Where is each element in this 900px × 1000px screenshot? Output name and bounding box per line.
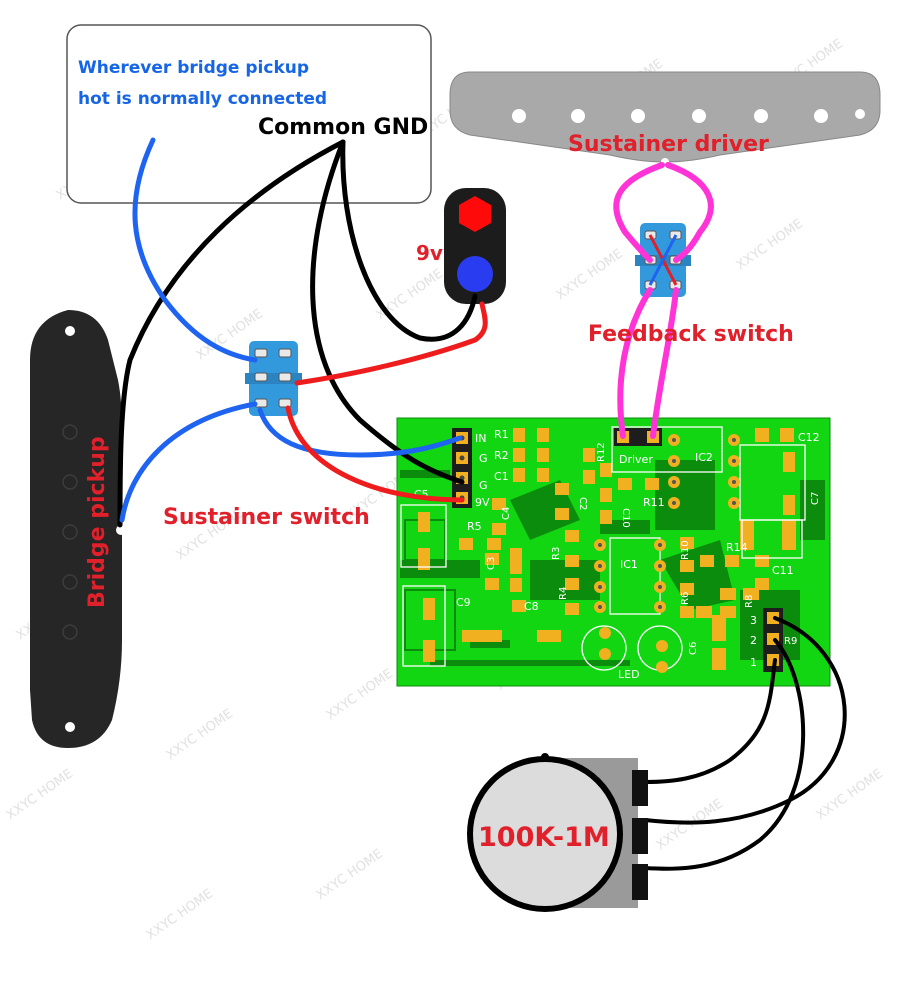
wire-black-gnd-1 <box>117 139 346 528</box>
battery-negative-terminal <box>457 256 493 292</box>
watermark-text: XXYC HOME <box>654 796 726 853</box>
pcb-r6: R6 <box>680 592 691 605</box>
wire-black-gnd-3 <box>340 139 478 342</box>
pcb-r9: R9 <box>784 636 797 647</box>
pcb-led: LED <box>618 668 640 681</box>
pcb-c9: C9 <box>456 596 471 609</box>
pcb-c10: C10 <box>620 508 631 528</box>
pcb-driver-label: Driver <box>619 453 653 466</box>
watermark-text: XXYC HOME <box>324 666 396 723</box>
pcb-board: IN G G 9V Driver 3 2 1 R1 R2 C1 C5 R5 C4… <box>396 417 831 687</box>
pickup-pole-pieces <box>62 326 126 732</box>
pcb-pin-g2: G <box>479 479 488 492</box>
wire-black-pot-1 <box>643 658 777 784</box>
feedback-switch <box>635 223 691 297</box>
pcb-c12: C12 <box>798 431 820 444</box>
pcb-c6: C6 <box>688 642 699 655</box>
pcb-r10: R10 <box>680 540 691 560</box>
pcb-pin-9v: 9V <box>475 496 490 509</box>
pcb-ic-pads <box>594 434 740 673</box>
pcb-smd-pads <box>418 428 796 670</box>
watermark-text: XXYC HOME <box>144 886 216 943</box>
pcb-r14: R14 <box>726 541 748 554</box>
feedback-switch-label: Feedback switch <box>588 322 794 347</box>
pcb-c4: C4 <box>501 507 512 520</box>
watermark-text: XXYC HOME <box>164 706 236 763</box>
wire-black-gnd-2 <box>310 139 465 485</box>
feedback-cross-blue <box>648 234 678 286</box>
pcb-r2: R2 <box>494 449 509 462</box>
battery-label: 9v <box>416 241 443 265</box>
pot-value-label: 100K-1M <box>478 822 610 853</box>
pcb-pot-pin-3: 3 <box>750 614 757 627</box>
watermark-text: XXYC HOME <box>314 846 386 903</box>
wire-black-pot-2 <box>643 638 806 871</box>
note-box <box>66 24 432 204</box>
wire-red-battery <box>294 301 488 386</box>
pcb-pot-pin-2: 2 <box>750 634 757 647</box>
sustainer-switch <box>245 341 302 416</box>
wire-blue-hot <box>132 137 258 363</box>
battery-positive-terminal <box>459 196 491 232</box>
watermark-text: XXYC HOME <box>374 266 446 323</box>
note-line-1: Wherever bridge pickup <box>78 58 309 78</box>
wire-blue-pickup <box>119 401 258 523</box>
pcb-r3: R3 <box>551 547 562 560</box>
sustainer-driver-label: Sustainer driver <box>568 132 769 157</box>
wire-pink-2 <box>665 162 714 263</box>
watermark-text: XXYC HOME <box>734 216 806 273</box>
pcb-r12: R12 <box>596 442 607 462</box>
wire-blue-pcb-in <box>257 407 463 458</box>
wire-pink-4 <box>650 287 679 439</box>
sustainer-switch-label: Sustainer switch <box>163 505 370 530</box>
pcb-pot-pin-1: 1 <box>750 656 757 669</box>
pcb-c2: C2 <box>577 497 588 510</box>
pcb-r5: R5 <box>467 520 482 533</box>
pcb-c8: C8 <box>524 600 539 613</box>
wire-black-pot-3 <box>643 616 847 825</box>
pcb-input-header <box>452 428 472 508</box>
pcb-ic2: IC2 <box>695 451 713 464</box>
pcb-ic1: IC1 <box>620 558 638 571</box>
pcb-pin-g1: G <box>479 452 488 465</box>
pcb-r4: R4 <box>558 587 569 600</box>
pcb-pin-in: IN <box>475 432 486 445</box>
pcb-c7: C7 <box>810 492 821 505</box>
note-line-2: hot is normally connected <box>78 89 327 109</box>
pcb-c1: C1 <box>494 470 509 483</box>
pcb-c3: C3 <box>486 557 497 570</box>
bridge-pickup-label: Bridge pickup <box>85 436 110 608</box>
watermark-text: XXYC HOME <box>554 246 626 303</box>
potentiometer <box>467 753 648 912</box>
wires <box>117 137 847 871</box>
pcb-r1: R1 <box>494 428 509 441</box>
watermark-text: XXYC HOME <box>4 766 76 823</box>
wire-red-pcb-9v <box>285 405 465 503</box>
common-gnd-label: Common GND <box>258 115 428 140</box>
wire-pink-1 <box>613 162 665 263</box>
pcb-r8: R8 <box>744 595 755 608</box>
pcb-c11: C11 <box>772 564 794 577</box>
pcb-r11: R11 <box>643 496 665 509</box>
wire-pink-3 <box>617 287 653 439</box>
driver-pole-pieces <box>512 109 865 166</box>
pcb-silkscreen <box>400 426 806 671</box>
